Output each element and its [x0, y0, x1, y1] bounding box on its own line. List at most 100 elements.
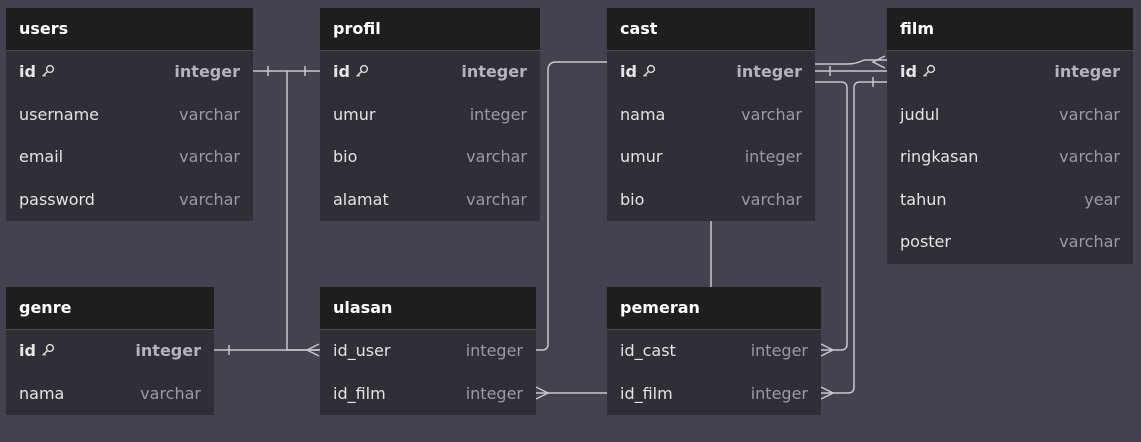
column-row[interactable]: nama varchar [607, 94, 815, 137]
column-row[interactable]: id integer [320, 51, 540, 94]
column-name-text: bio [333, 147, 358, 166]
column-type: integer [465, 383, 523, 403]
column-name: id_film [333, 373, 386, 416]
column-name: id_cast [620, 330, 676, 373]
column-row[interactable]: id_user integer [320, 330, 536, 373]
connector-cast-ulasan [536, 61, 607, 351]
table-genre[interactable]: genre id integer nama varchar [6, 287, 214, 415]
column-type: varchar [466, 147, 527, 166]
key-icon [41, 331, 55, 374]
column-name: tahun [900, 179, 947, 222]
column-row[interactable]: umur integer [320, 94, 540, 137]
column-row[interactable]: id integer [887, 51, 1133, 94]
column-name-text: judul [900, 104, 940, 124]
table-header-cast: cast [607, 8, 815, 51]
column-name-text: ringkasan [900, 147, 979, 166]
column-row[interactable]: ringkasan varchar [887, 136, 1133, 179]
column-name: nama [620, 94, 665, 137]
column-type: varchar [741, 104, 802, 124]
column-name-text: nama [19, 383, 65, 403]
column-name: bio [333, 136, 357, 179]
column-type: integer [465, 341, 523, 360]
column-name-text: email [19, 147, 64, 166]
column-row[interactable]: id_film integer [607, 373, 821, 416]
key-icon [922, 52, 936, 95]
column-type: varchar [179, 189, 240, 209]
column-name: id [620, 51, 656, 94]
many-marker [535, 386, 550, 400]
column-type: integer [135, 341, 201, 360]
column-type: varchar [1059, 104, 1120, 124]
column-row[interactable]: poster varchar [887, 221, 1133, 264]
column-name-text: bio [620, 189, 645, 209]
column-name: umur [333, 94, 375, 137]
column-row[interactable]: alamat varchar [320, 179, 540, 222]
column-row[interactable]: judul varchar [887, 94, 1133, 137]
table-header-ulasan: ulasan [320, 287, 536, 330]
many-marker [820, 343, 835, 357]
column-row[interactable]: tahun year [887, 179, 1133, 222]
key-icon [41, 52, 55, 95]
table-header-profil: profil [320, 8, 540, 51]
column-type: integer [750, 383, 808, 403]
column-type: varchar [179, 147, 240, 166]
column-name-text: id [333, 62, 350, 81]
column-row[interactable]: id_film integer [320, 373, 536, 416]
column-name-text: id [19, 341, 36, 360]
column-name-text: id [620, 62, 637, 81]
column-type: integer [469, 104, 527, 124]
column-row[interactable]: bio varchar [320, 136, 540, 179]
column-name-text: umur [333, 104, 376, 124]
column-name: email [19, 136, 63, 179]
column-name-text: nama [620, 104, 666, 124]
column-name: alamat [333, 179, 389, 222]
column-name-text: id_cast [620, 341, 676, 360]
column-type: varchar [1059, 232, 1120, 251]
column-name: id [19, 51, 55, 94]
many-marker [820, 386, 835, 400]
column-name: id_user [333, 330, 391, 373]
column-type: integer [744, 147, 802, 166]
column-name: id [19, 330, 55, 373]
column-name-text: username [19, 104, 99, 124]
column-type: varchar [466, 189, 527, 209]
column-row[interactable]: email varchar [6, 136, 253, 179]
connector-users-ulasan [286, 71, 320, 351]
column-name-text: umur [620, 147, 663, 166]
column-row[interactable]: umur integer [607, 136, 815, 179]
column-name: bio [620, 179, 644, 222]
column-type: integer [461, 62, 527, 81]
column-type: varchar [1059, 147, 1120, 166]
column-type: varchar [140, 383, 201, 403]
many-marker [871, 55, 886, 69]
table-header-genre: genre [6, 287, 214, 330]
column-row[interactable]: id integer [6, 330, 214, 373]
column-row[interactable]: nama varchar [6, 373, 214, 416]
column-name: ringkasan [900, 136, 978, 179]
column-name: nama [19, 373, 64, 416]
column-name-text: alamat [333, 189, 389, 209]
column-name: id [900, 51, 936, 94]
column-name-text: id [900, 62, 917, 81]
column-type: integer [1054, 62, 1120, 81]
column-row[interactable]: password varchar [6, 179, 253, 222]
column-name-text: password [19, 189, 95, 209]
column-name-text: poster [900, 232, 951, 251]
column-name-text: id_film [620, 383, 673, 403]
column-name-text: tahun [900, 189, 947, 209]
connector-film-pemeran [821, 81, 887, 394]
column-name-text: id_user [333, 341, 391, 360]
column-type: year [1084, 189, 1120, 209]
